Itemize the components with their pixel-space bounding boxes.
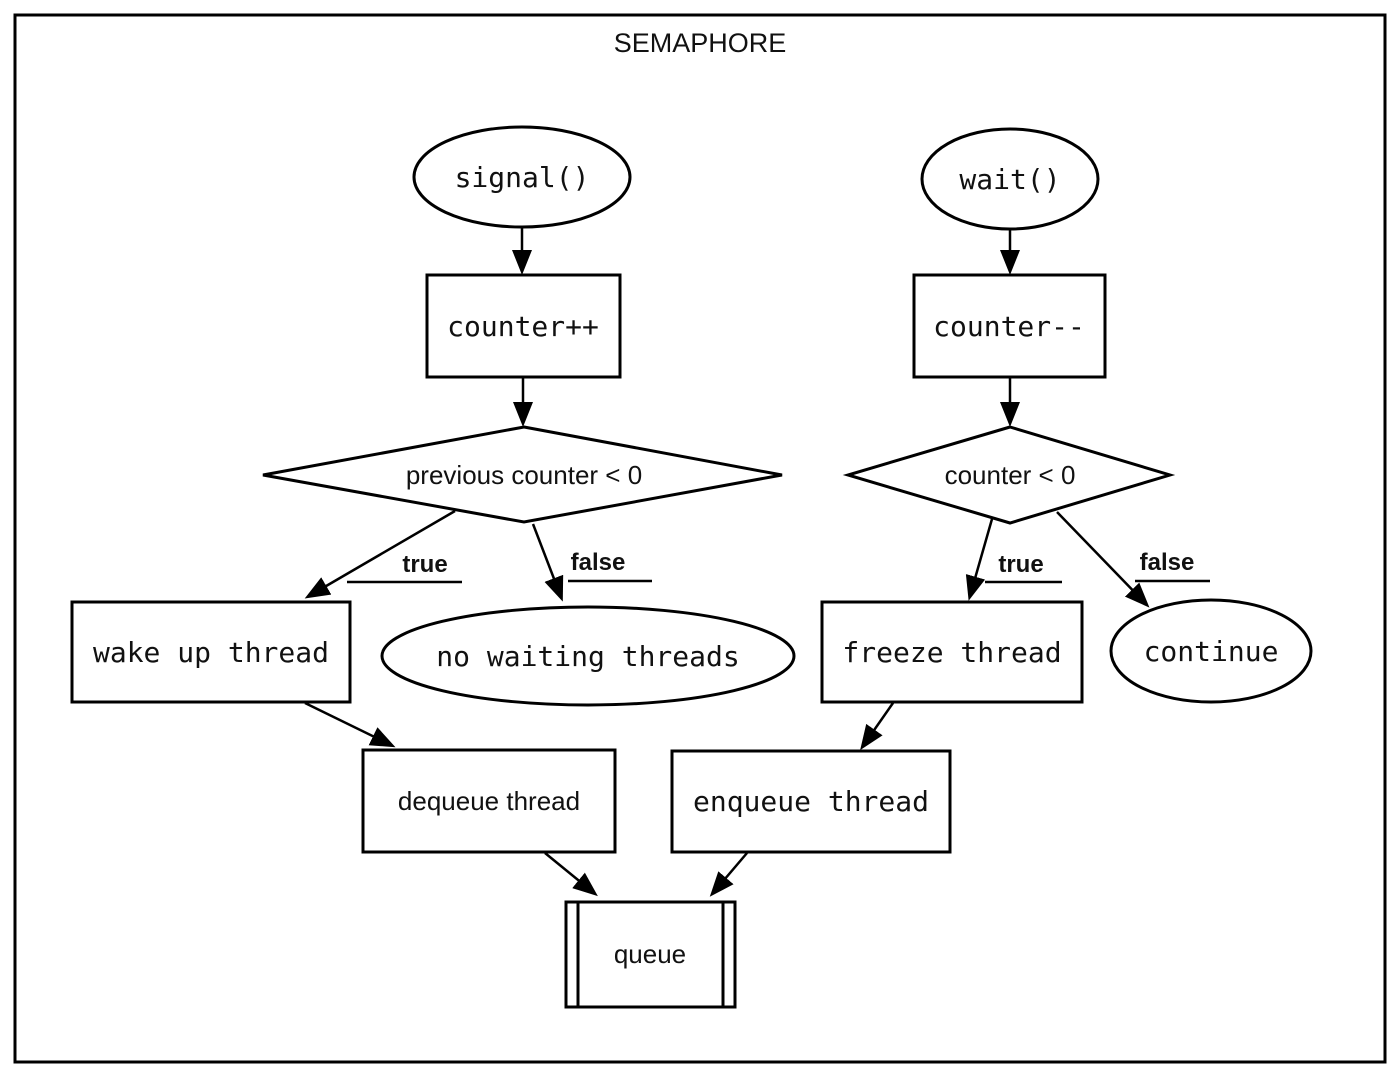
node-queue: queue	[564, 900, 737, 1009]
edge-wake-to-dequeue	[304, 701, 396, 748]
node-counter-inc: counter++	[425, 273, 622, 379]
node-counter-dec-label: counter--	[933, 310, 1085, 343]
node-freeze-thread-label: freeze thread	[842, 636, 1061, 669]
edge-freeze-to-enqueue	[860, 702, 895, 751]
node-signal-label: signal()	[455, 161, 590, 194]
node-prev-counter-check: previous counter < 0	[262, 425, 783, 524]
node-enqueue-thread: enqueue thread	[670, 749, 952, 854]
node-wake-up-thread: wake up thread	[70, 600, 352, 704]
node-no-waiting-threads-shape	[380, 605, 796, 707]
edge-check-false-to-continue	[1056, 511, 1150, 608]
node-counter-inc-label: counter++	[447, 310, 599, 343]
node-wait-shape	[920, 127, 1100, 231]
node-enqueue-thread-shape	[670, 749, 952, 854]
node-wait-label: wait()	[959, 163, 1060, 196]
node-wait: wait()	[920, 127, 1100, 231]
node-wake-up-thread-shape	[70, 600, 352, 704]
node-counter-inc-shape	[425, 273, 622, 379]
node-freeze-thread: freeze thread	[820, 600, 1084, 704]
node-wake-up-thread-label: wake up thread	[93, 636, 329, 669]
edge-check-true-to-freeze	[965, 518, 994, 601]
edge-label-true-right: true	[998, 551, 1043, 578]
node-queue-shape	[564, 900, 737, 1009]
node-counter-check: counter < 0	[842, 425, 1176, 525]
node-signal-shape	[412, 125, 632, 229]
edge-label-true-left: true	[402, 551, 447, 578]
node-counter-dec: counter--	[912, 273, 1107, 379]
node-prev-counter-check-shape	[262, 425, 783, 524]
node-continue: continue	[1109, 598, 1313, 704]
node-dequeue-thread: dequeue thread	[361, 748, 617, 854]
diagram-border	[13, 13, 1387, 1064]
edge-prev-check-false-to-no-waiting	[531, 523, 564, 602]
edge-labels: true false true false	[347, 549, 1210, 584]
node-no-waiting-threads-label: no waiting threads	[436, 640, 739, 673]
node-continue-shape	[1109, 598, 1313, 704]
edge-label-false-left: false	[571, 549, 626, 576]
edge-enqueue-to-queue	[709, 852, 748, 897]
node-enqueue-thread-label: enqueue thread	[693, 785, 929, 818]
node-continue-label: continue	[1144, 635, 1279, 668]
node-counter-check-label: counter < 0	[945, 460, 1076, 490]
node-freeze-thread-shape	[820, 600, 1084, 704]
node-queue-label: queue	[614, 939, 686, 969]
diagram-title: SEMAPHORE	[614, 28, 787, 58]
node-no-waiting-threads: no waiting threads	[380, 605, 796, 707]
node-counter-dec-shape	[912, 273, 1107, 379]
node-counter-check-shape	[842, 425, 1176, 525]
edge-prev-check-true-to-wake	[304, 509, 456, 599]
edges	[304, 228, 1150, 897]
node-dequeue-thread-shape	[361, 748, 617, 854]
node-prev-counter-check-label: previous counter < 0	[406, 460, 642, 490]
edge-label-false-right: false	[1140, 549, 1195, 576]
node-dequeue-thread-label: dequeue thread	[398, 786, 580, 816]
node-signal: signal()	[412, 125, 632, 229]
edge-dequeue-to-queue	[544, 852, 598, 897]
